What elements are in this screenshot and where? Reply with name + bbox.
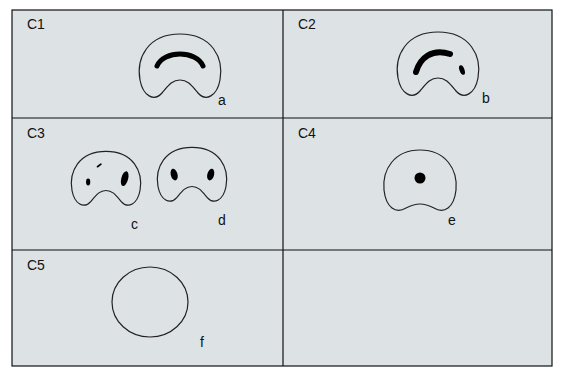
- cell-label: C4: [298, 125, 316, 141]
- root-section: [112, 267, 188, 337]
- row-divider: [12, 249, 552, 250]
- figure-letter: f: [200, 334, 204, 350]
- cell-label: C5: [27, 257, 45, 273]
- row-divider: [12, 117, 552, 118]
- cell-label: C1: [27, 16, 45, 32]
- table-frame: [12, 10, 552, 366]
- root-section: [139, 34, 220, 97]
- figure-letter: d: [218, 212, 226, 228]
- root-section: [384, 150, 456, 210]
- cell-label: C3: [27, 125, 45, 141]
- root-section: [71, 151, 140, 205]
- figure-letter: b: [482, 90, 490, 106]
- figure-letter: a: [218, 92, 226, 108]
- figure-letter: c: [131, 216, 138, 232]
- root-section: [157, 147, 226, 201]
- root-section: [397, 32, 478, 95]
- column-divider: [282, 10, 283, 366]
- cell-label: C2: [298, 16, 316, 32]
- figure-letter: e: [448, 212, 456, 228]
